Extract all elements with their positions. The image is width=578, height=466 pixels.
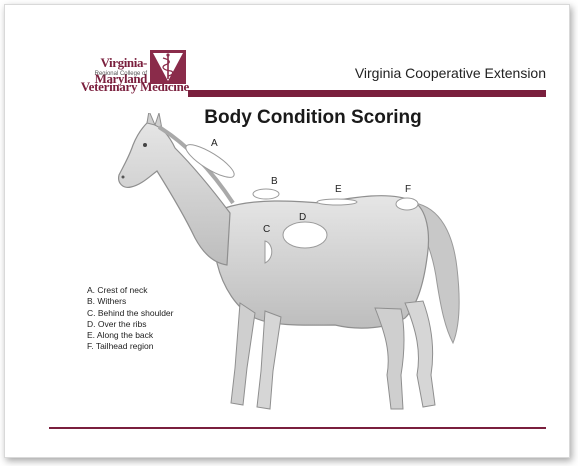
legend-item-along-back: E. Along the back xyxy=(87,330,173,341)
slide-card: Virginia-Maryland Regional College of Ve… xyxy=(4,4,570,458)
extension-name: Virginia Cooperative Extension xyxy=(305,65,546,81)
marker-c: C xyxy=(263,225,270,235)
logo-line-regional-college: Regional College of xyxy=(49,71,147,77)
horse-illustration xyxy=(105,113,485,423)
region-legend: A. Crest of neck B. Withers C. Behind th… xyxy=(87,285,173,353)
college-logo: Virginia-Maryland Regional College of Ve… xyxy=(49,49,189,99)
caduceus-shield-icon xyxy=(149,49,187,85)
marker-a: A xyxy=(211,139,218,149)
marker-d: D xyxy=(299,213,306,223)
header-divider xyxy=(188,90,546,97)
legend-item-over-ribs: D. Over the ribs xyxy=(87,319,173,330)
marker-e: E xyxy=(335,185,342,195)
marker-f: F xyxy=(405,185,411,195)
legend-item-tailhead: F. Tailhead region xyxy=(87,341,173,352)
legend-item-crest-of-neck: A. Crest of neck xyxy=(87,285,173,296)
marker-b: B xyxy=(271,177,278,187)
legend-item-withers: B. Withers xyxy=(87,296,173,307)
legend-item-behind-shoulder: C. Behind the shoulder xyxy=(87,308,173,319)
footer-divider xyxy=(49,427,546,429)
